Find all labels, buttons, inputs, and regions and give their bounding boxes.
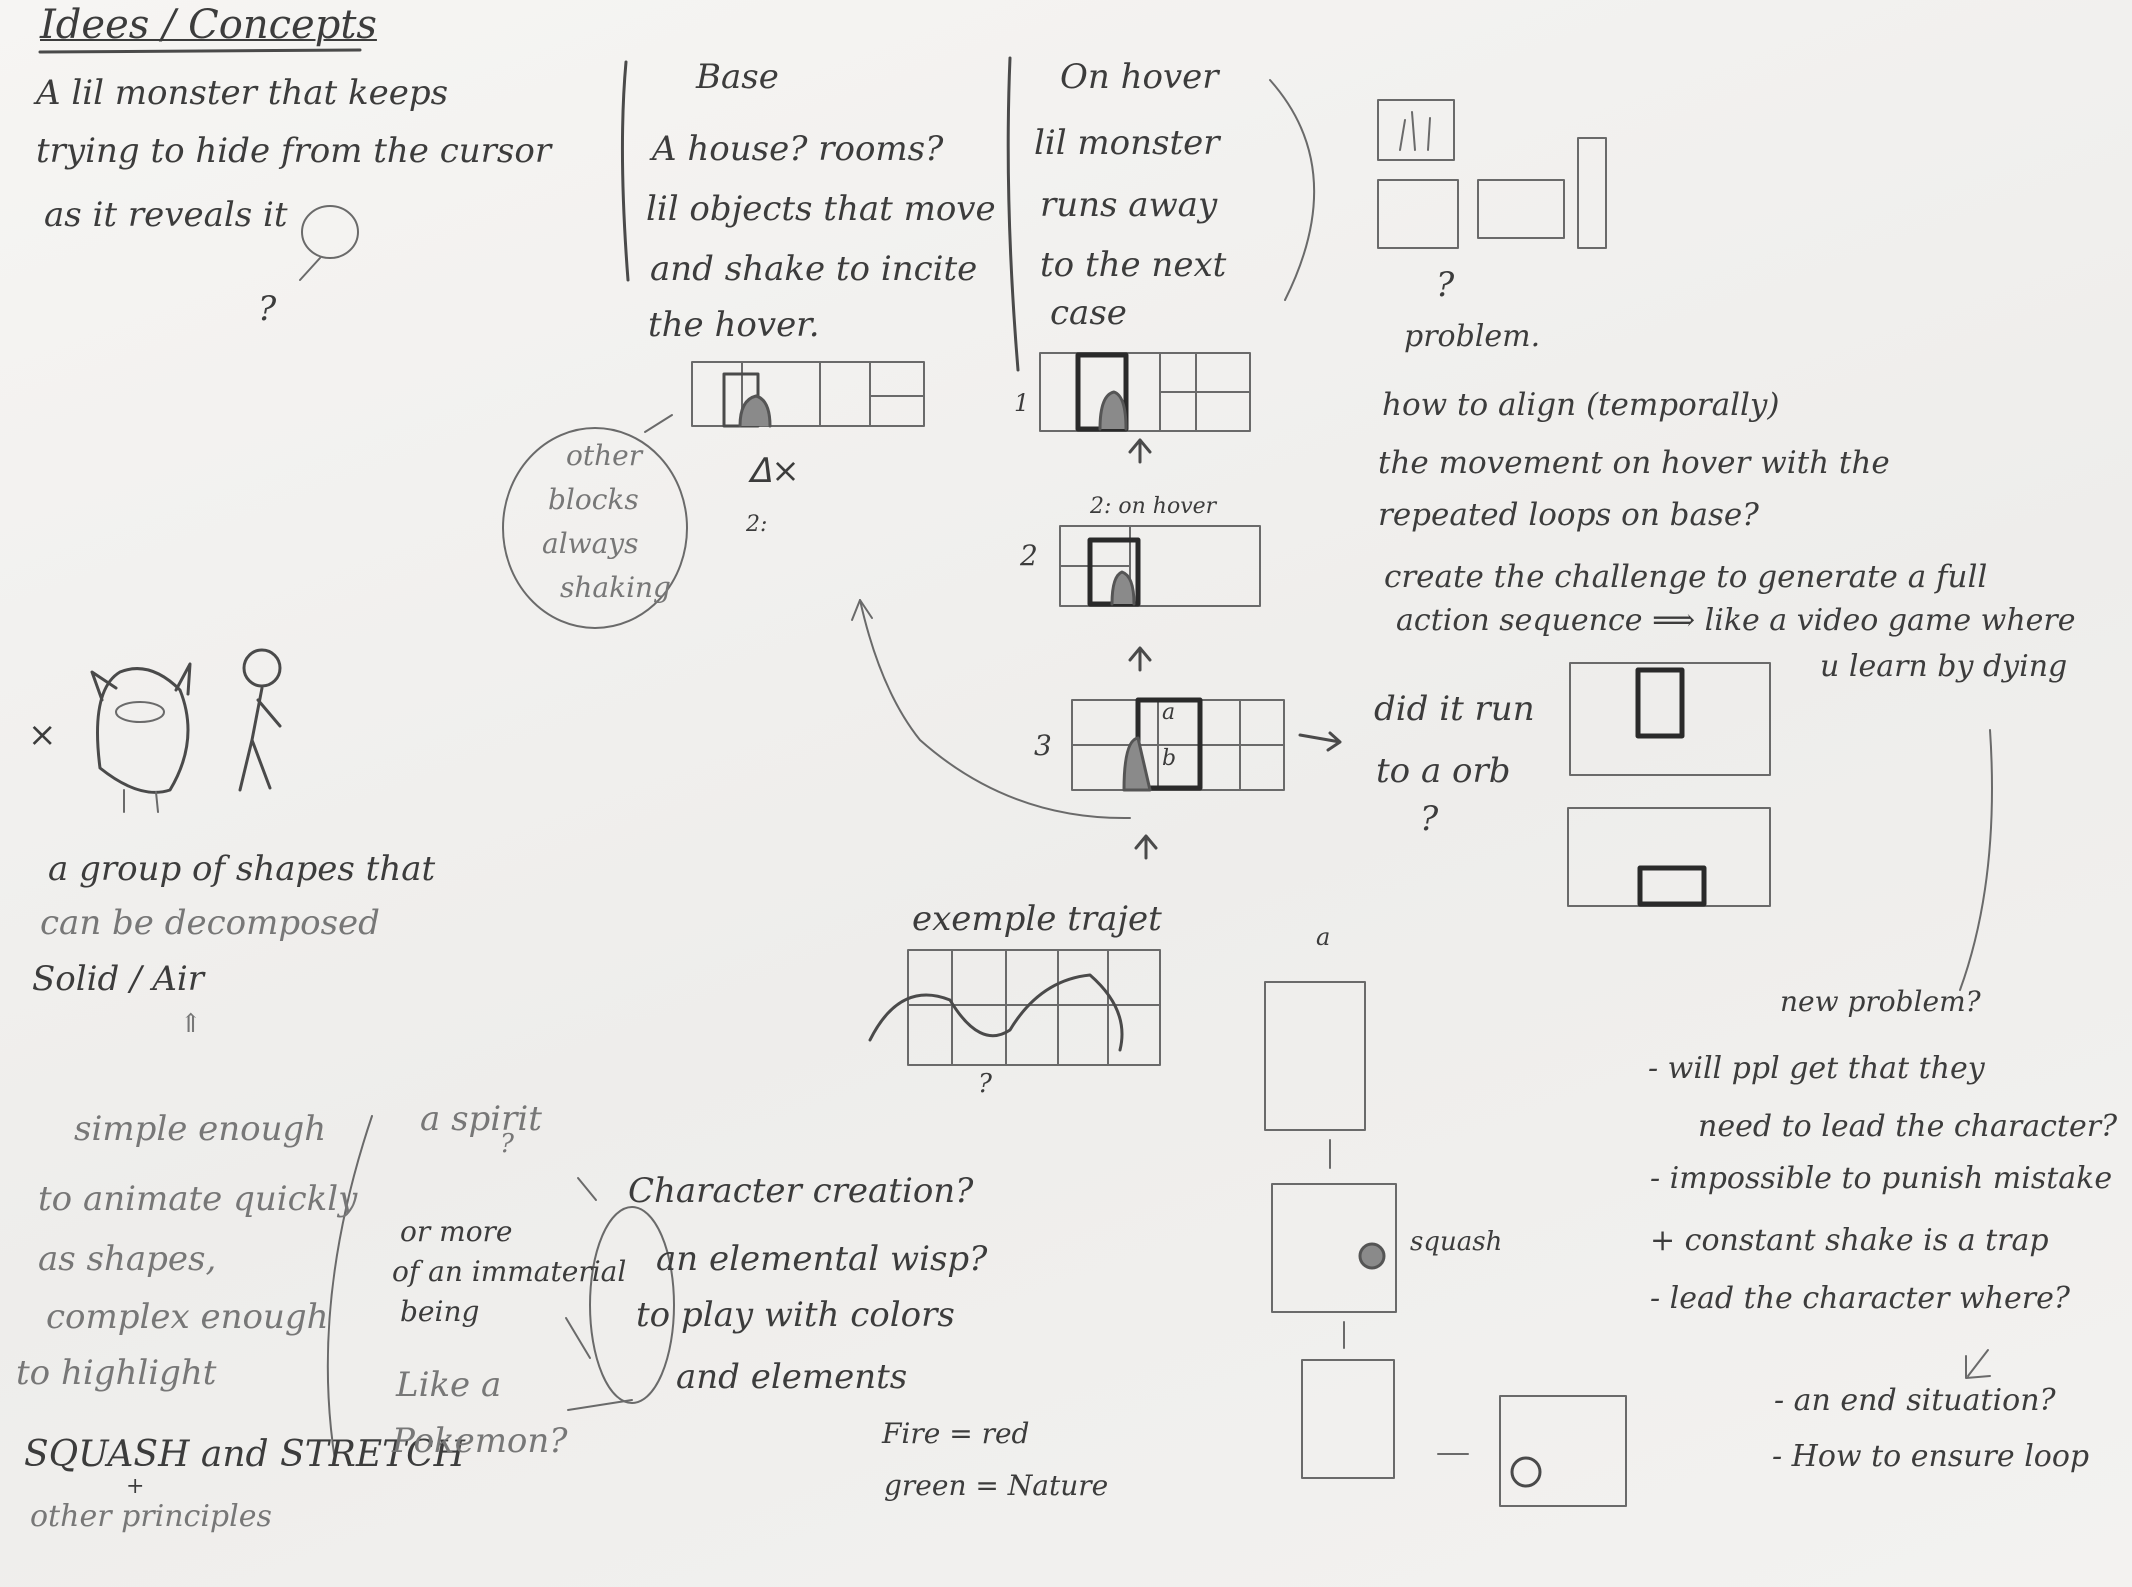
other-blocks-line: shaking — [560, 571, 671, 604]
hover-strip-3 — [1071, 697, 1285, 792]
base-line: the hover. — [648, 305, 820, 345]
new-problem-line: - impossible to punish mistake — [1650, 1161, 2113, 1196]
hover-line: lil monster — [1034, 123, 1220, 163]
question-mark: ? — [978, 1069, 992, 1099]
base-line: A house? rooms? — [652, 129, 944, 169]
spirit-line: ? — [500, 1129, 514, 1159]
new-problem-line: - lead the character where? — [1650, 1281, 2070, 1316]
cell-label: b — [1162, 746, 1177, 771]
new-problem-line: + constant shake is a trap — [1650, 1223, 2049, 1258]
hover-line: to the next — [1040, 245, 1227, 285]
hover-header: On hover — [1060, 57, 1219, 97]
problem-thumbnails — [1377, 99, 1607, 249]
spirit-line: Like a — [396, 1365, 502, 1405]
spirit-line: or more — [400, 1215, 513, 1248]
character-line: to play with colors — [636, 1295, 955, 1335]
new-problem-line: - How to ensure loop — [1772, 1439, 2090, 1474]
simple-line: other principles — [30, 1499, 272, 1534]
problem-line: create the challenge to generate a full — [1384, 559, 1988, 595]
hover-line: runs away — [1040, 185, 1218, 225]
problem-line: the movement on hover with the — [1378, 445, 1890, 481]
base-header: Base — [696, 57, 779, 97]
spirit-line: a spirit — [420, 1099, 542, 1139]
color-line: Fire = red — [882, 1417, 1030, 1450]
new-problem-line: - an end situation? — [1774, 1383, 2056, 1418]
simple-line: to animate quickly — [38, 1179, 358, 1219]
simple-line: + — [126, 1474, 145, 1499]
group-line: can be decomposed — [40, 903, 380, 943]
new-problem-line: - will ppl get that they — [1648, 1051, 1985, 1086]
cell-label: a — [1162, 700, 1176, 725]
group-line: Solid / Air — [32, 959, 205, 999]
group-line: a group of shapes that — [48, 849, 436, 889]
squash-sequence — [1264, 981, 1627, 1507]
other-blocks-line: other — [566, 439, 643, 472]
base-mark: ᐃ× — [748, 451, 800, 491]
simple-line: as shapes, — [38, 1239, 217, 1279]
problem-line: action sequence ⟹ like a video game wher… — [1396, 603, 2076, 638]
step-number: 2 — [1020, 539, 1038, 572]
spirit-line: of an immaterial — [392, 1255, 627, 1288]
color-line: green = Nature — [884, 1469, 1109, 1502]
page-title: Idees / Concepts — [40, 2, 377, 48]
intro-line: as it reveals it — [44, 195, 288, 235]
group-arrow: ⇑ — [180, 1009, 202, 1039]
problem-label: problem. — [1404, 319, 1541, 354]
base-line: and shake to incite — [650, 249, 978, 289]
question-mark: ? — [1436, 265, 1455, 305]
base-number: 2: — [746, 512, 768, 537]
problem-line: u learn by dying — [1820, 649, 2068, 684]
problem-line: how to align (temporally) — [1382, 387, 1780, 423]
other-blocks-line: always — [542, 527, 639, 560]
person-sketch — [238, 648, 282, 792]
squash-label: squash — [1410, 1227, 1503, 1257]
step-number: 3 — [1034, 729, 1052, 762]
intro-line: A lil monster that keeps — [36, 73, 449, 113]
simple-line: simple enough — [74, 1109, 327, 1149]
new-problem-label: new problem? — [1780, 985, 1981, 1018]
hover-line: case — [1050, 293, 1127, 333]
character-line: an elemental wisp? — [656, 1239, 988, 1279]
problem-line: repeated loops on base? — [1378, 497, 1759, 533]
simple-line: SQUASH and STRETCH — [24, 1434, 466, 1475]
simple-line: complex enough — [46, 1297, 329, 1337]
step-label: 2: on hover — [1090, 494, 1217, 519]
spirit-line: being — [400, 1295, 480, 1328]
trajet-grid — [868, 949, 1161, 1066]
base-room-strip — [691, 361, 925, 428]
did-it-line: did it run — [1374, 689, 1535, 729]
new-problem-line: need to lead the character? — [1698, 1109, 2118, 1144]
squash-letter: a — [1316, 923, 1331, 951]
did-it-line: ? — [1420, 799, 1439, 839]
did-it-line: to a orb — [1376, 751, 1511, 791]
trajet-label: exemple trajet — [912, 899, 1162, 939]
simple-line: to highlight — [16, 1353, 217, 1393]
intro-line: trying to hide from the cursor — [36, 131, 552, 171]
other-blocks-line: blocks — [548, 483, 639, 516]
character-line: and elements — [676, 1357, 908, 1397]
base-line: lil objects that move — [646, 189, 996, 229]
step-number: 1 — [1014, 389, 1030, 417]
spirit-line: Pokemon? — [392, 1421, 568, 1461]
question-mark: ? — [258, 289, 277, 329]
monster-sketch — [90, 662, 192, 813]
x-mark: × — [28, 715, 57, 755]
character-line: Character creation? — [628, 1171, 974, 1211]
hover-strip-1 — [1039, 352, 1251, 432]
hover-strip-2 — [1059, 525, 1261, 607]
